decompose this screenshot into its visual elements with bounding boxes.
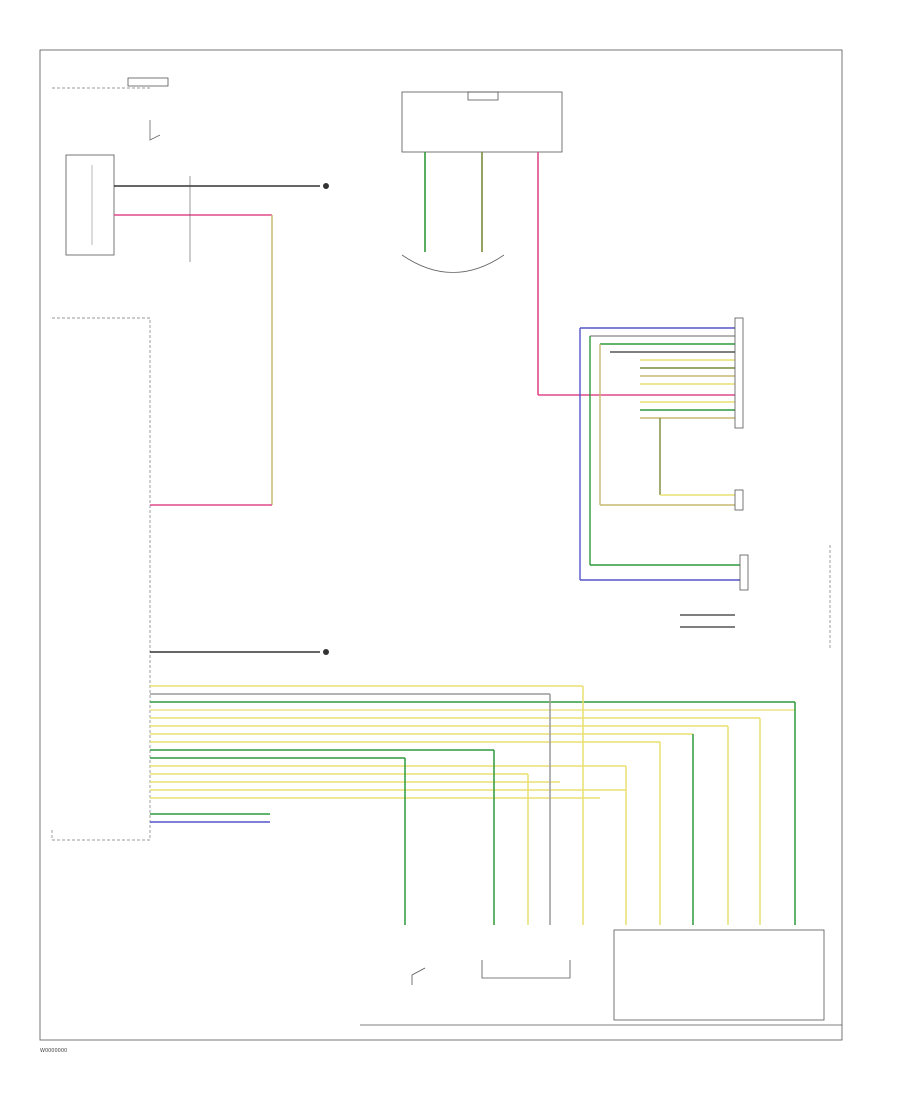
bottom-harness-wires (150, 685, 796, 925)
fuse-block (52, 77, 169, 256)
front-control-module (401, 91, 735, 396)
ground-icon (323, 649, 329, 655)
bottom-module (360, 929, 842, 1026)
diagram-frame (39, 49, 843, 1041)
page-code: W0000000 (40, 1048, 67, 1054)
ground-icon (323, 183, 329, 189)
fuse-output-wires (114, 176, 329, 505)
right-connector-stack (579, 317, 831, 650)
switch-icon (411, 967, 426, 985)
transmission-control-module (51, 317, 329, 841)
